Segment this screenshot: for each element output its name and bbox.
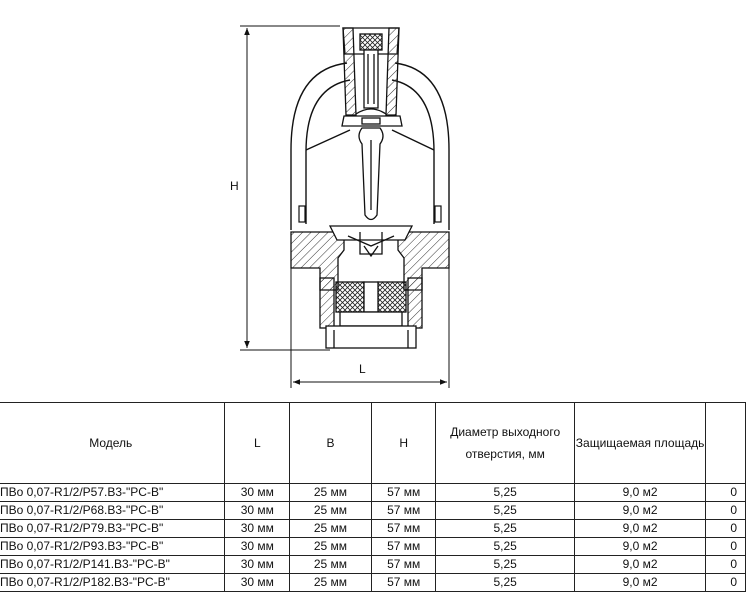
header-extra bbox=[705, 402, 746, 484]
cell-l: 30 мм bbox=[224, 555, 291, 574]
cell-b: 25 мм bbox=[289, 519, 372, 538]
cell-area: 9,0 м2 bbox=[573, 555, 707, 574]
cell-area: 9,0 м2 bbox=[573, 573, 707, 592]
cell-diameter: 5,25 bbox=[435, 555, 575, 574]
cell-area: 9,0 м2 bbox=[573, 519, 707, 538]
cell-area: 9,0 м2 bbox=[573, 501, 707, 520]
cell-b: 25 мм bbox=[289, 501, 372, 520]
cell-extra: 0 bbox=[705, 519, 746, 538]
cell-area: 9,0 м2 bbox=[573, 537, 707, 556]
cell-l: 30 мм bbox=[224, 483, 291, 502]
frame-tabs bbox=[298, 205, 442, 223]
cell-diameter: 5,25 bbox=[435, 573, 575, 592]
spec-table: Модель L B H Диаметр выходного отверстия… bbox=[0, 402, 746, 592]
cell-b: 25 мм bbox=[289, 555, 372, 574]
cell-l: 30 мм bbox=[224, 501, 291, 520]
cell-model: ПВо 0,07-R1/2/P79.B3-"PC-B" bbox=[0, 519, 226, 538]
glass-bulb bbox=[358, 127, 384, 221]
cell-extra: 0 bbox=[705, 537, 746, 556]
dimension-h-label: H bbox=[230, 179, 239, 193]
cell-h: 57 мм bbox=[370, 519, 437, 538]
header-h: H bbox=[370, 402, 437, 484]
cell-h: 57 мм bbox=[370, 555, 437, 574]
dimension-h bbox=[240, 25, 340, 351]
table-header-row: Модель L B H Диаметр выходного отверстия… bbox=[0, 402, 746, 484]
table-row: ПВо 0,07-R1/2/P93.B3-"PC-B" 30 мм 25 мм … bbox=[0, 537, 746, 556]
cell-diameter: 5,25 bbox=[435, 501, 575, 520]
cell-model: ПВо 0,07-R1/2/P182.B3-"PC-B" bbox=[0, 573, 226, 592]
cell-diameter: 5,25 bbox=[435, 483, 575, 502]
frame-arch bbox=[290, 62, 450, 230]
sprinkler-drawing: H L bbox=[230, 25, 450, 388]
cell-l: 30 мм bbox=[224, 573, 291, 592]
header-l: L bbox=[224, 402, 291, 484]
cell-h: 57 мм bbox=[370, 483, 437, 502]
table-row: ПВо 0,07-R1/2/P68.B3-"PC-B" 30 мм 25 мм … bbox=[0, 501, 746, 520]
thread-body bbox=[319, 277, 423, 349]
header-b: B bbox=[289, 402, 372, 484]
cell-l: 30 мм bbox=[224, 537, 291, 556]
dimension-l-label: L bbox=[359, 362, 366, 376]
cell-extra: 0 bbox=[705, 555, 746, 574]
cell-b: 25 мм bbox=[289, 537, 372, 556]
cell-area: 9,0 м2 bbox=[573, 483, 707, 502]
cell-diameter: 5,25 bbox=[435, 537, 575, 556]
cell-b: 25 мм bbox=[289, 573, 372, 592]
dimension-l bbox=[290, 260, 450, 388]
cell-model: ПВо 0,07-R1/2/P57.B3-"PC-B" bbox=[0, 483, 226, 502]
cell-h: 57 мм bbox=[370, 501, 437, 520]
cell-model: ПВо 0,07-R1/2/P68.B3-"PC-B" bbox=[0, 501, 226, 520]
table-row: ПВо 0,07-R1/2/P141.B3-"PC-B" 30 мм 25 мм… bbox=[0, 555, 746, 574]
table-row: ПВо 0,07-R1/2/P182.B3-"PC-B" 30 мм 25 мм… bbox=[0, 573, 746, 592]
cell-model: ПВо 0,07-R1/2/P93.B3-"PC-B" bbox=[0, 537, 226, 556]
cell-h: 57 мм bbox=[370, 537, 437, 556]
header-model: Модель bbox=[0, 402, 226, 484]
cell-extra: 0 bbox=[705, 501, 746, 520]
cell-h: 57 мм bbox=[370, 573, 437, 592]
cell-extra: 0 bbox=[705, 573, 746, 592]
cell-l: 30 мм bbox=[224, 519, 291, 538]
header-diameter: Диаметр выходного отверстия, мм bbox=[435, 402, 575, 484]
cell-model: ПВо 0,07-R1/2/P141.B3-"PC-B" bbox=[0, 555, 226, 574]
body-section bbox=[290, 225, 450, 291]
cell-extra: 0 bbox=[705, 483, 746, 502]
cell-b: 25 мм bbox=[289, 483, 372, 502]
cell-diameter: 5,25 bbox=[435, 519, 575, 538]
table-row: ПВо 0,07-R1/2/P79.B3-"PC-B" 30 мм 25 мм … bbox=[0, 519, 746, 538]
deflector bbox=[341, 108, 403, 127]
top-screw bbox=[342, 27, 400, 116]
header-area: Защищаемая площадь bbox=[573, 402, 707, 484]
table-row: ПВо 0,07-R1/2/P57.B3-"PC-B" 30 мм 25 мм … bbox=[0, 483, 746, 502]
